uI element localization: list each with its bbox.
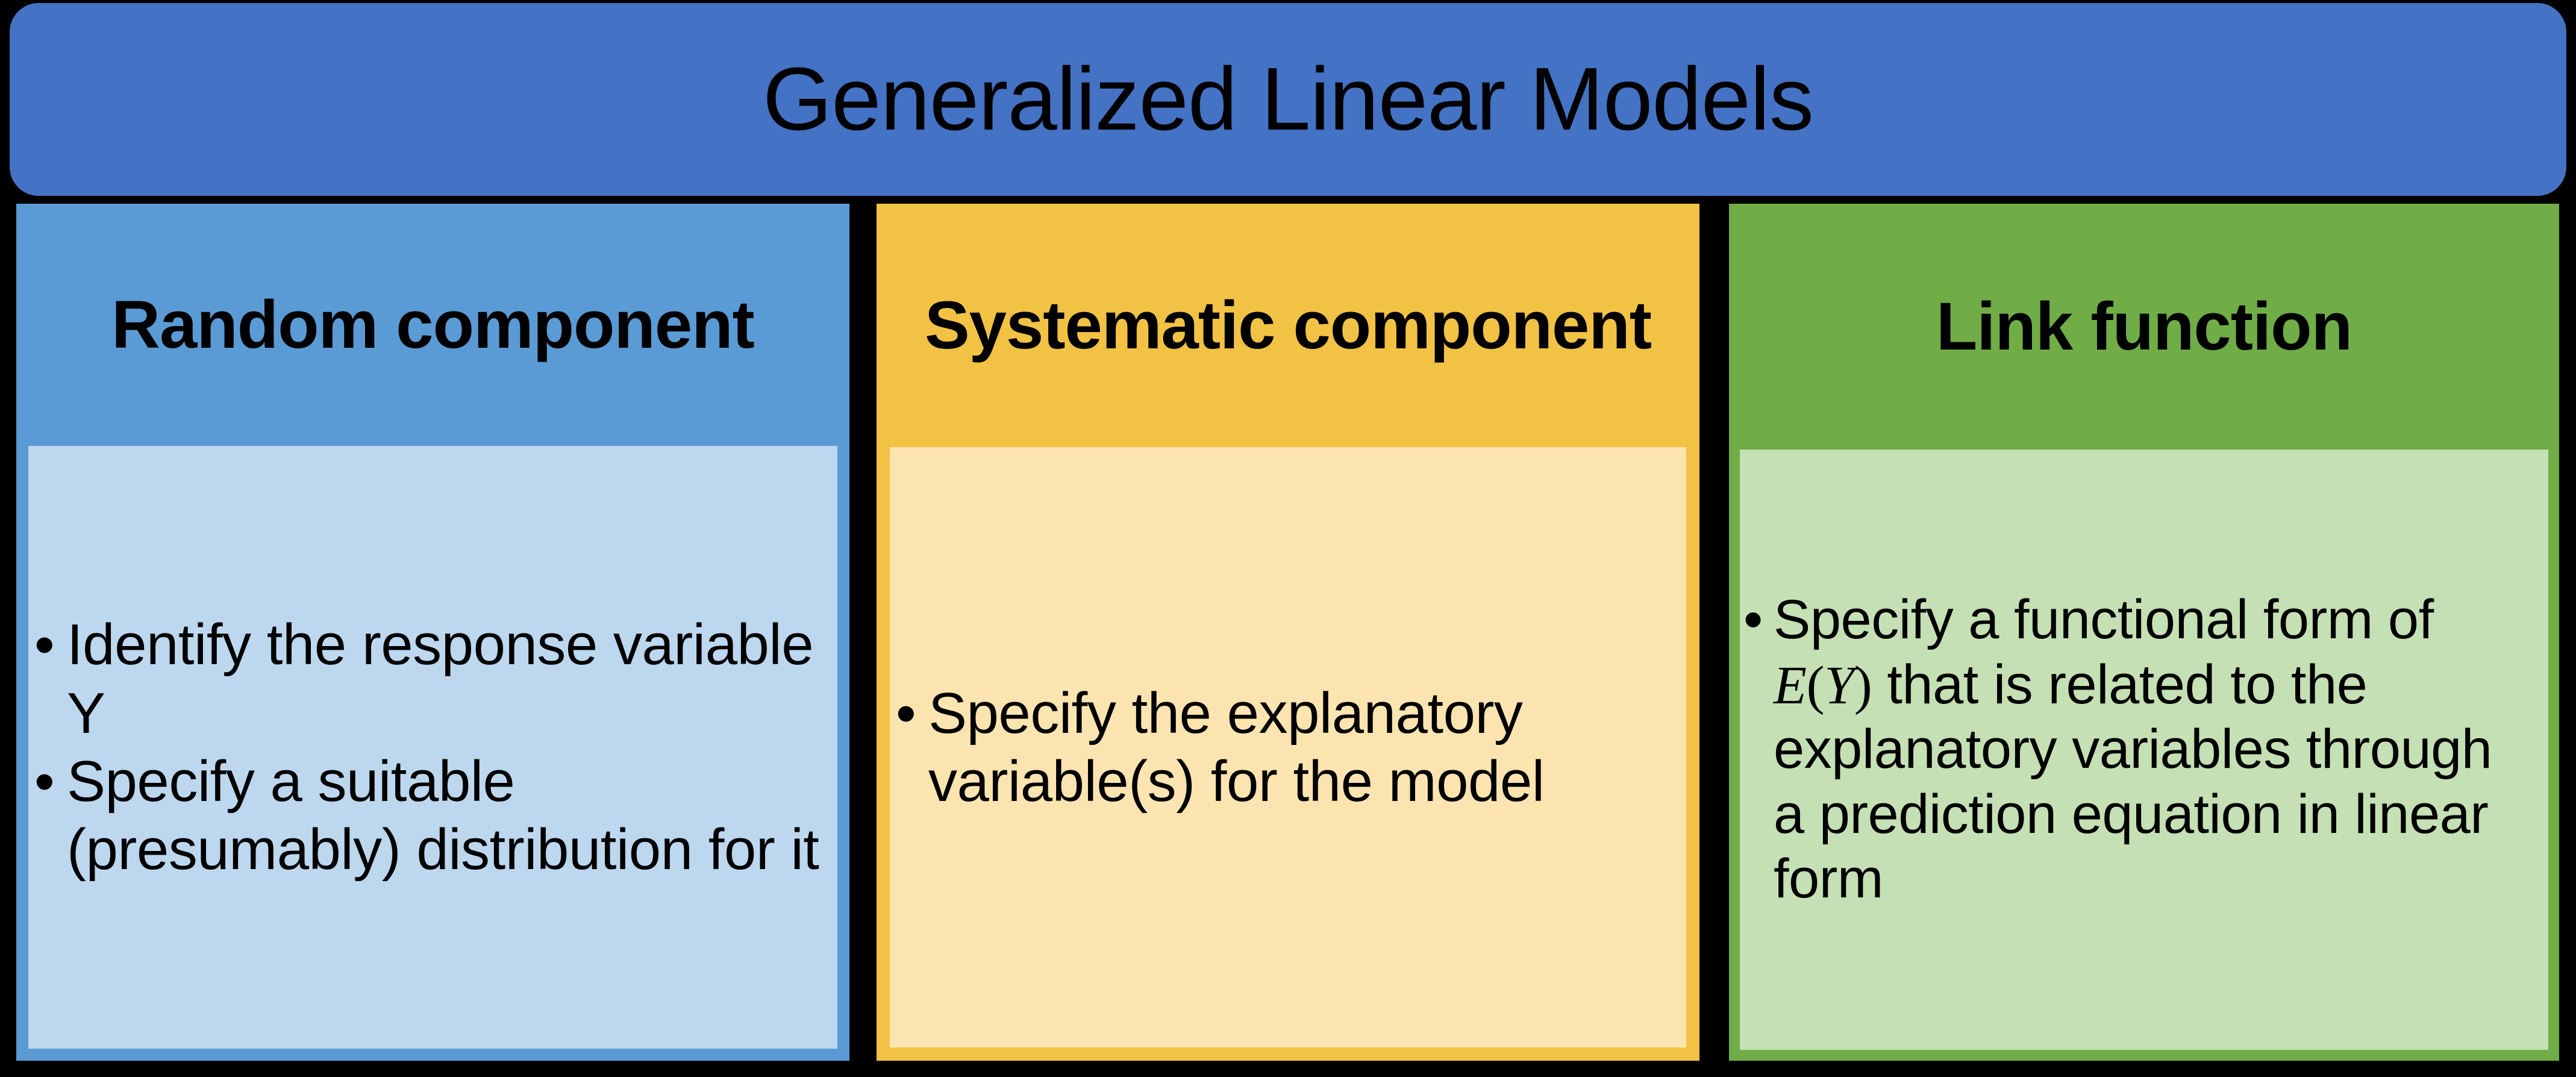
math-variable-e: E	[1774, 655, 1807, 715]
list-item: • Identify the response variable Y	[34, 611, 822, 747]
column-link-function: Link function • Specify a functional for…	[1729, 204, 2559, 1061]
bullet-list-random-component: • Identify the response variable Y • Spe…	[34, 611, 822, 884]
column-body-systematic-component: • Specify the explanatory variable(s) fo…	[890, 447, 1686, 1047]
list-item: • Specify a functional form of E(Y) that…	[1743, 588, 2535, 912]
bullet-text: Specify a suitable (presumably) distribu…	[67, 749, 819, 882]
math-paren-close: )	[1854, 655, 1872, 715]
diagram-title-banner: Generalized Linear Models	[10, 3, 2566, 196]
bullet-dot-icon: •	[1743, 588, 1763, 650]
diagram-title-text: Generalized Linear Models	[763, 49, 1814, 149]
bullet-dot-icon: •	[34, 749, 55, 814]
column-header-systematic-component: Systematic component	[877, 204, 1699, 447]
math-paren-open: (	[1806, 655, 1825, 715]
column-random-component: Random component • Identify the response…	[16, 204, 849, 1061]
bullet-text: Specify a functional form of E(Y) that i…	[1774, 588, 2535, 912]
bullet-dot-icon: •	[896, 680, 916, 746]
bullet-list-link-function: • Specify a functional form of E(Y) that…	[1743, 588, 2535, 912]
math-expectation-of-y: E(Y)	[1774, 655, 1872, 715]
column-header-label: Link function	[1936, 289, 2352, 364]
column-header-random-component: Random component	[16, 204, 849, 446]
bullet-dot-icon: •	[34, 612, 55, 677]
list-item: • Specify the explanatory variable(s) fo…	[896, 679, 1671, 816]
column-header-link-function: Link function	[1729, 204, 2559, 450]
bullet-text: Specify the explanatory variable(s) for …	[928, 680, 1545, 814]
bullet-text-suffix: that is related to the explanatory varia…	[1774, 653, 2492, 910]
bullet-text: Identify the response variable Y	[67, 612, 814, 746]
list-item: • Specify a suitable (presumably) distri…	[34, 747, 822, 884]
column-body-random-component: • Identify the response variable Y • Spe…	[28, 446, 837, 1049]
column-header-label: Systematic component	[924, 287, 1652, 363]
bullet-text-prefix: Specify a functional form of	[1774, 588, 2434, 650]
column-header-label: Random component	[111, 287, 755, 362]
component-columns: Random component • Identify the response…	[0, 204, 2576, 1062]
column-systematic-component: Systematic component • Specify the expla…	[877, 204, 1699, 1061]
bullet-list-systematic-component: • Specify the explanatory variable(s) fo…	[896, 679, 1671, 816]
column-body-link-function: • Specify a functional form of E(Y) that…	[1740, 450, 2548, 1050]
math-variable-y: Y	[1824, 655, 1854, 715]
